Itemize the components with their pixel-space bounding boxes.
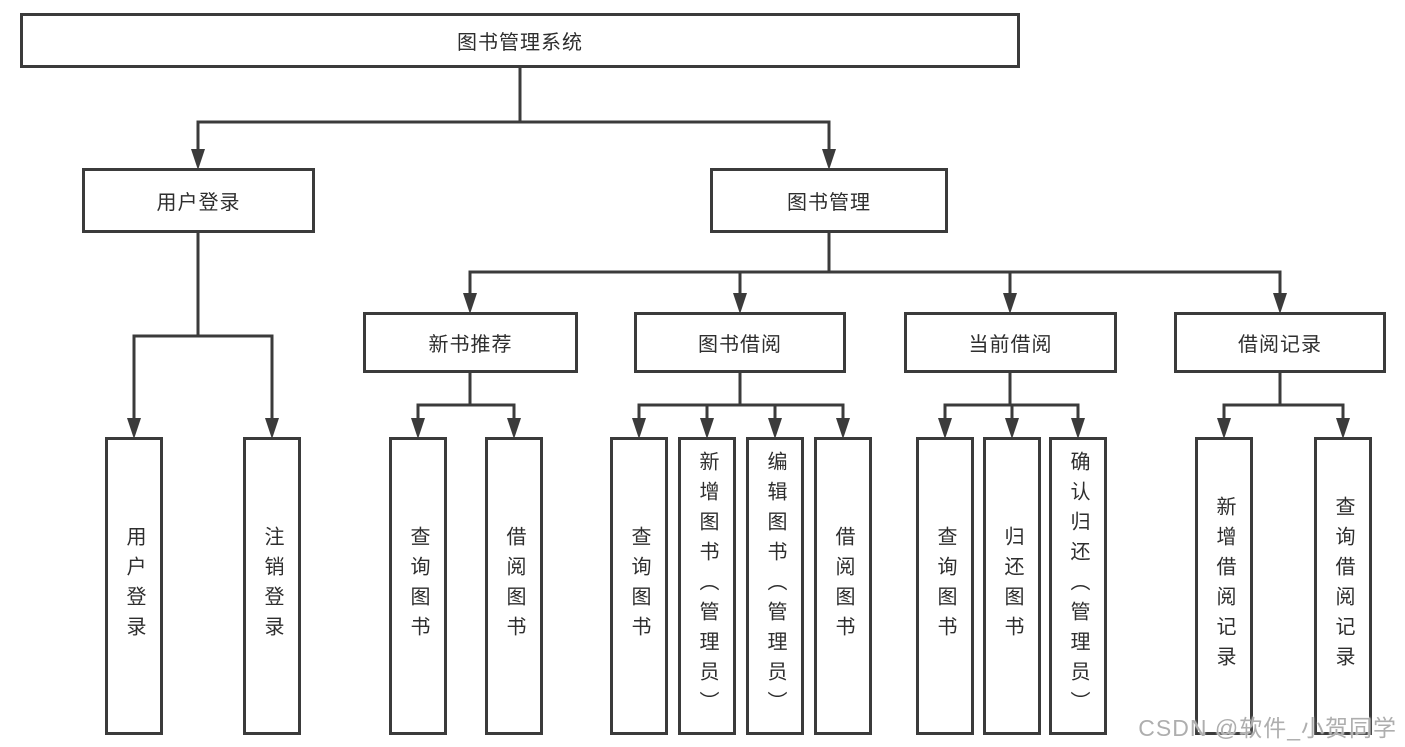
arrow-down-icon (822, 149, 836, 170)
arrow-down-icon (1071, 418, 1085, 439)
arrow-down-icon (1273, 293, 1287, 314)
arrow-down-icon (411, 418, 425, 439)
node-user-login: 用户登录 (82, 168, 315, 233)
leaf-borrow-books-recommend: 借阅图书 (485, 437, 543, 735)
leaf-return-books: 归还图书 (983, 437, 1041, 735)
leaf-user-login: 用户登录 (105, 437, 163, 735)
arrow-down-icon (938, 418, 952, 439)
arrow-down-icon (1217, 418, 1231, 439)
leaf-query-books-current: 查询图书 (916, 437, 974, 735)
arrow-down-icon (127, 418, 141, 439)
leaf-query-books-recommend: 查询图书 (389, 437, 447, 735)
arrow-down-icon (191, 149, 205, 170)
arrow-down-icon (700, 418, 714, 439)
node-borrowing-records: 借阅记录 (1174, 312, 1386, 373)
arrow-down-icon (632, 418, 646, 439)
leaf-add-books-admin: 新增图书（管理员） (678, 437, 736, 735)
leaf-query-books-borrowing: 查询图书 (610, 437, 668, 735)
node-book-management: 图书管理 (710, 168, 948, 233)
leaf-logout: 注销登录 (243, 437, 301, 735)
arrow-down-icon (836, 418, 850, 439)
leaf-borrow-books-borrowing: 借阅图书 (814, 437, 872, 735)
node-new-book-recommendation: 新书推荐 (363, 312, 578, 373)
arrow-down-icon (463, 293, 477, 314)
arrow-down-icon (1336, 418, 1350, 439)
arrow-down-icon (1005, 418, 1019, 439)
watermark: CSDN @软件_小贺同学 (1138, 715, 1397, 741)
leaf-query-borrow-record: 查询借阅记录 (1314, 437, 1372, 735)
arrow-down-icon (768, 418, 782, 439)
leaf-edit-books-admin: 编辑图书（管理员） (746, 437, 804, 735)
leaf-confirm-return-admin: 确认归还（管理员） (1049, 437, 1107, 735)
leaf-add-borrow-record: 新增借阅记录 (1195, 437, 1253, 735)
node-book-borrowing: 图书借阅 (634, 312, 846, 373)
node-current-borrowing: 当前借阅 (904, 312, 1117, 373)
arrow-down-icon (507, 418, 521, 439)
arrow-down-icon (265, 418, 279, 439)
arrow-down-icon (733, 293, 747, 314)
node-library-system: 图书管理系统 (20, 13, 1020, 68)
arrow-down-icon (1003, 293, 1017, 314)
